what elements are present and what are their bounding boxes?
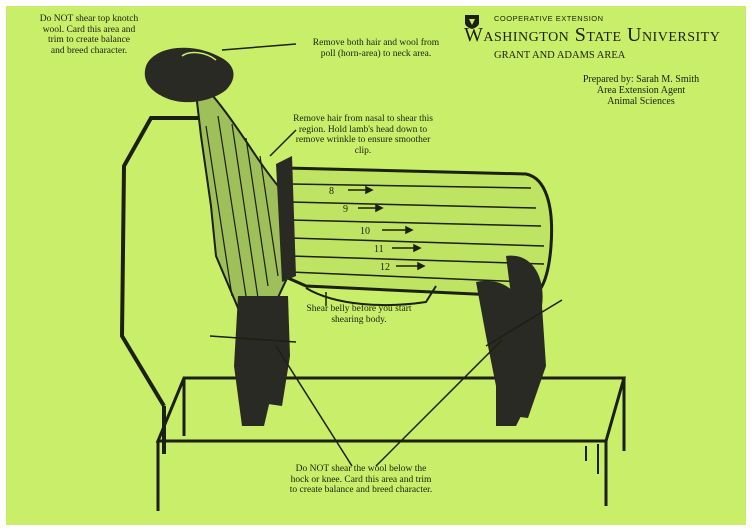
stroke-number-11: 11 <box>374 244 384 255</box>
note-line: Shear belly before you start <box>304 304 414 315</box>
preparer-title: Area Extension Agent <box>566 85 716 96</box>
note-line: hock or knee. Card this area and trim <box>266 475 456 486</box>
note-neck-region: Remove hair from nasal to shear this reg… <box>288 114 438 156</box>
note-line: and breed character. <box>24 46 154 57</box>
preparer-name: Prepared by: Sarah M. Smith <box>566 74 716 85</box>
note-line: Do NOT shear the wool below the <box>266 464 456 475</box>
university-name: Washington State University <box>464 24 720 47</box>
university-shield-icon <box>464 14 480 30</box>
extension-label: COOPERATIVE EXTENSION <box>494 14 604 23</box>
preparer-dept: Animal Sciences <box>566 96 716 107</box>
stroke-number-8: 8 <box>329 186 334 197</box>
note-line: shearing body. <box>304 315 414 326</box>
note-line: trim to create balance <box>24 35 154 46</box>
note-line: poll (horn-area) to neck area. <box>286 49 466 60</box>
note-legs: Do NOT shear the wool below the hock or … <box>266 464 456 496</box>
note-line: remove wrinkle to ensure smoother clip. <box>288 135 438 156</box>
note-poll-area: Remove both hair and wool from poll (hor… <box>286 38 466 59</box>
area-label: GRANT AND ADAMS AREA <box>494 50 625 61</box>
note-line: Remove hair from nasal to shear this <box>288 114 438 125</box>
note-line: region. Hold lamb's head down to <box>288 125 438 136</box>
note-line: to create balance and breed character. <box>266 485 456 496</box>
note-line: Remove both hair and wool from <box>286 38 466 49</box>
note-line: wool. Card this area and <box>24 25 154 36</box>
lamb-head <box>145 48 234 102</box>
lamb-body <box>194 76 552 308</box>
note-line: Do NOT shear top knotch <box>24 14 154 25</box>
stroke-number-10: 10 <box>360 226 370 237</box>
note-top-knot: Do NOT shear top knotch wool. Card this … <box>24 14 154 56</box>
preparer-credit: Prepared by: Sarah M. Smith Area Extensi… <box>566 74 716 107</box>
extension-diagram-sheet: 8 9 10 11 12 COOPERATIVE EXTENSION Washi… <box>6 6 746 525</box>
stroke-number-12: 12 <box>380 262 390 273</box>
stroke-number-9: 9 <box>343 204 348 215</box>
note-belly: Shear belly before you start shearing bo… <box>304 304 414 325</box>
